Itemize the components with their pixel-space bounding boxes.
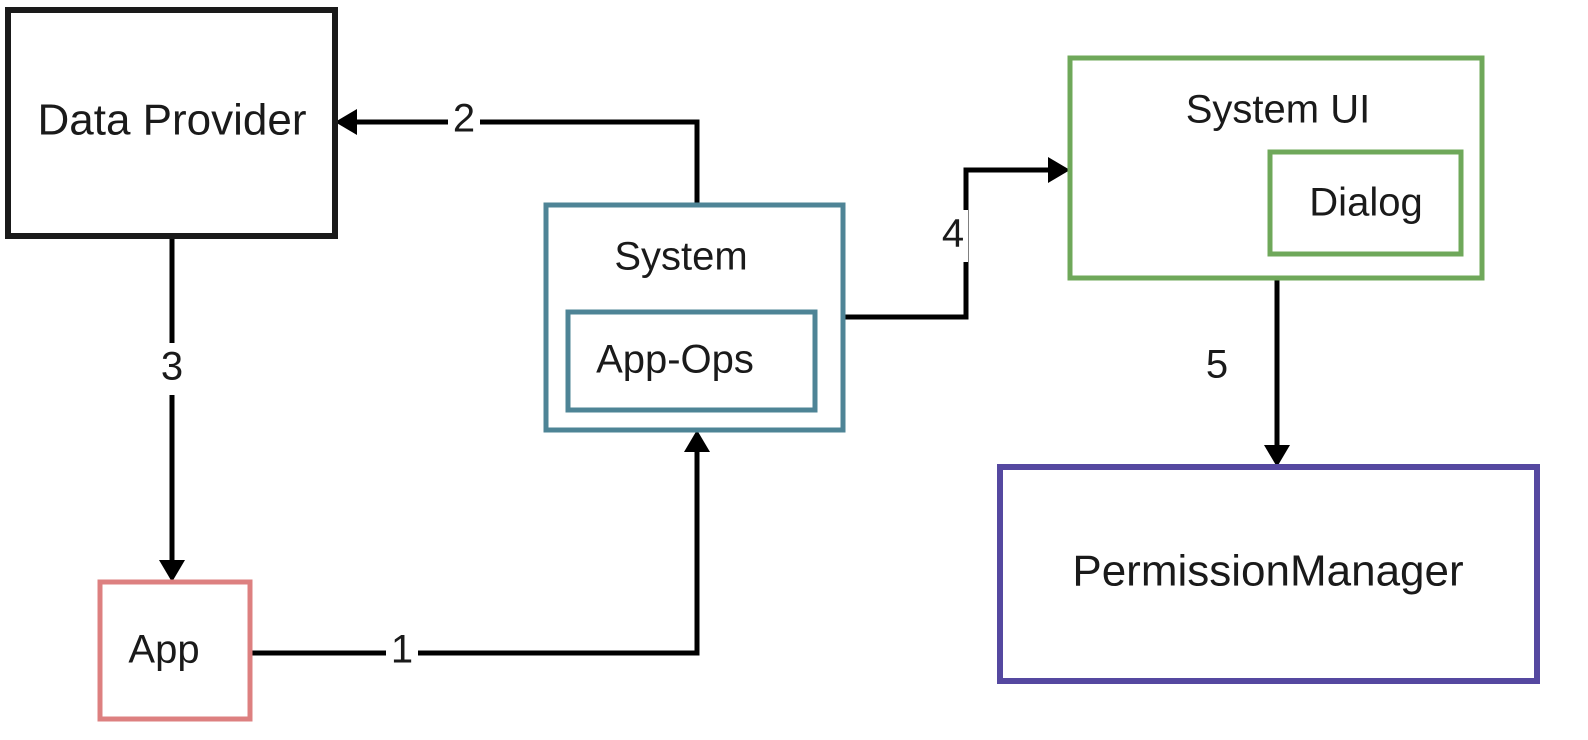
node-label-dialog: Dialog	[1309, 181, 1422, 225]
edge-label-3: 3	[161, 345, 183, 389]
arrowhead-5	[1264, 445, 1290, 467]
node-box-app[interactable]	[97, 579, 253, 722]
node-label-data-provider: Data Provider	[37, 96, 306, 145]
edge-label-halo-1	[386, 629, 418, 675]
arrowhead-1	[684, 430, 710, 452]
edge-label-group-1: 1	[386, 628, 418, 675]
edge-2	[335, 109, 700, 205]
edge-label-halo-2	[448, 98, 480, 144]
arrowhead-2	[335, 109, 357, 135]
node-data-provider[interactable]: Data Provider	[5, 7, 338, 239]
edge-label-halo-4	[938, 210, 968, 262]
edge-labels-layer: 1 2 3 4 5	[156, 97, 1228, 675]
edge-label-halo-3	[156, 343, 188, 395]
edge-label-group-4: 4	[938, 210, 968, 262]
node-label-system-ui: System UI	[1186, 88, 1370, 132]
node-box-dialog[interactable]	[1267, 149, 1464, 257]
node-label-system: System	[614, 235, 747, 279]
edge-label-group-2: 2	[448, 97, 480, 144]
edge-label-2: 2	[453, 97, 475, 141]
node-dialog[interactable]: Dialog	[1267, 149, 1464, 257]
edge-1	[250, 430, 710, 656]
node-box-data-provider[interactable]	[5, 7, 338, 239]
node-app-ops[interactable]: App-Ops	[565, 309, 818, 413]
edge-5	[1264, 278, 1290, 467]
node-box-app-ops[interactable]	[565, 309, 818, 413]
edge-label-4: 4	[942, 212, 964, 256]
edge-label-group-3: 3	[156, 343, 188, 395]
node-box-permission-manager[interactable]	[997, 464, 1540, 684]
edge-3	[159, 236, 185, 582]
node-app[interactable]: App	[97, 579, 253, 722]
arrowhead-3	[159, 560, 185, 582]
node-permission-manager[interactable]: PermissionManager	[997, 464, 1540, 684]
node-label-app: App	[128, 628, 199, 672]
edge-label-5: 5	[1206, 343, 1228, 387]
edge-label-1: 1	[391, 628, 413, 672]
node-label-app-ops: App-Ops	[596, 338, 754, 382]
edge-line-1	[250, 443, 700, 656]
arrowhead-4	[1048, 157, 1070, 183]
node-label-permission-manager: PermissionManager	[1072, 547, 1463, 596]
edge-line-2	[348, 119, 700, 205]
edge-label-group-5: 5	[1206, 343, 1228, 387]
